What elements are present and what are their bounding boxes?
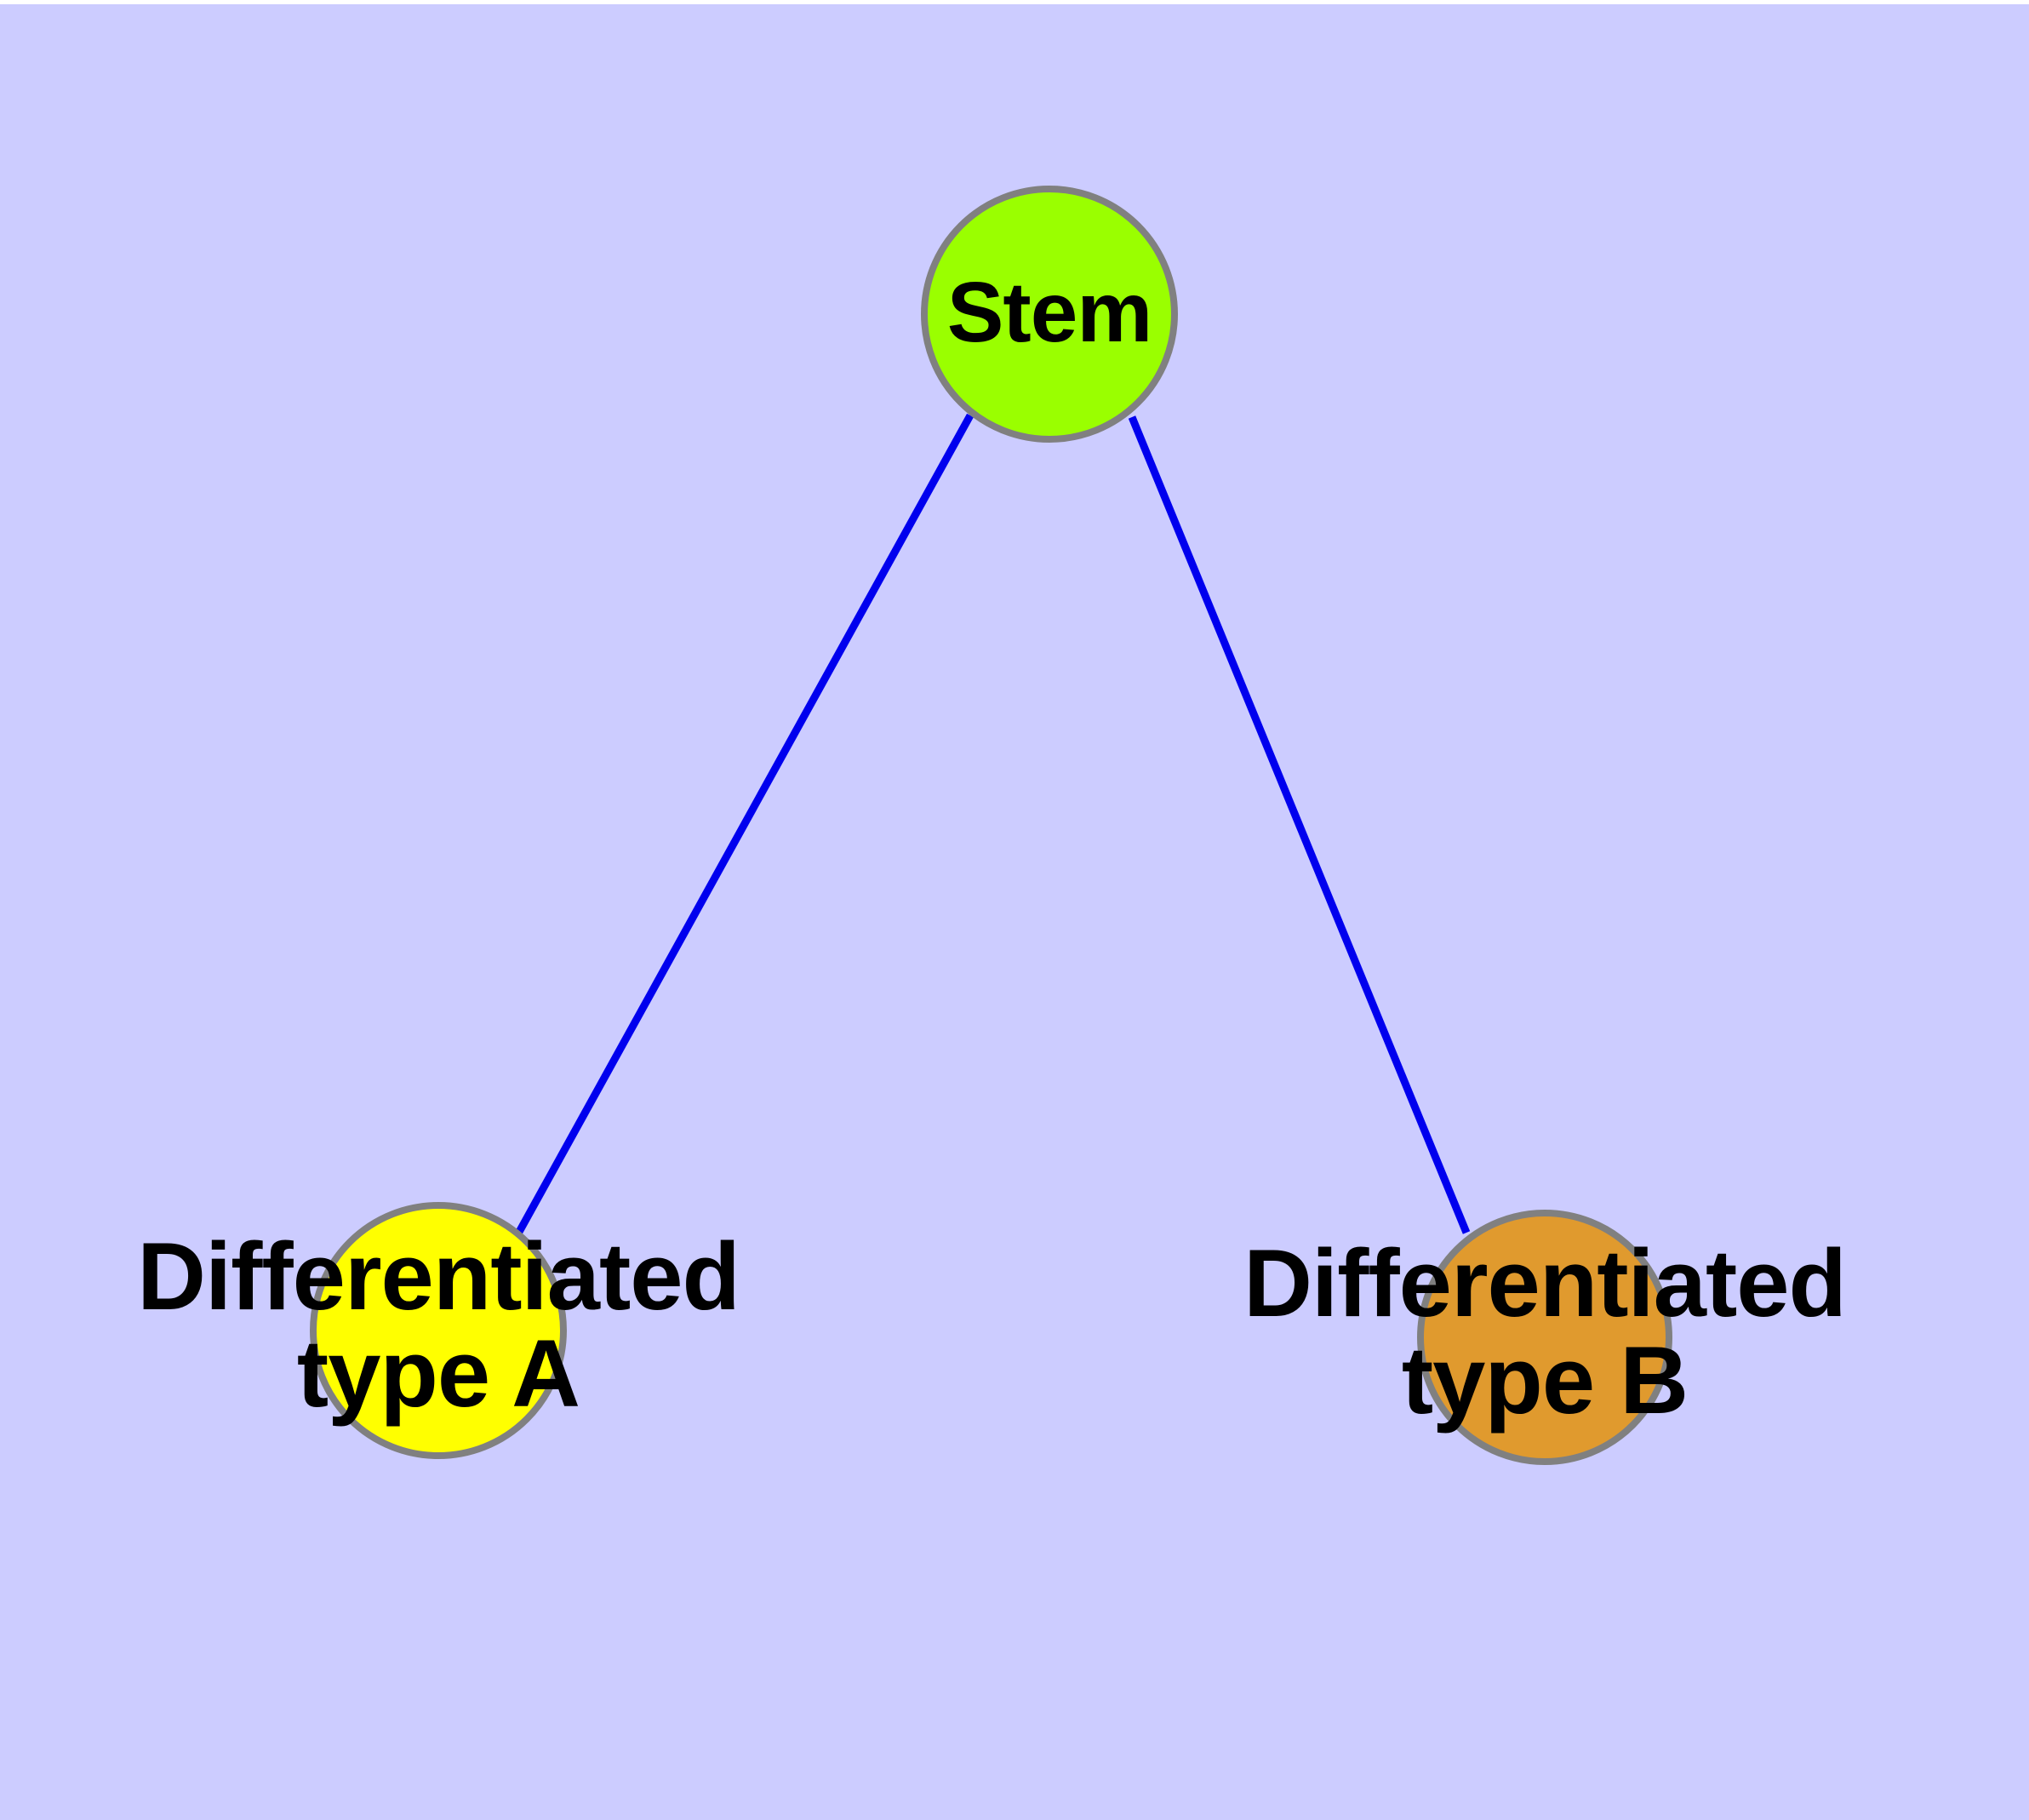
node-differentiated-type-b-circle[interactable] <box>1417 1210 1672 1465</box>
node-differentiated-type-a-circle[interactable] <box>310 1202 567 1459</box>
edge-layer <box>511 413 1471 1244</box>
edge-stem-to-differentiated-type-a <box>511 413 974 1244</box>
edge-stem-to-differentiated-type-b <box>1128 415 1471 1234</box>
node-layer <box>310 186 1672 1465</box>
node-stem-circle[interactable] <box>921 186 1178 443</box>
